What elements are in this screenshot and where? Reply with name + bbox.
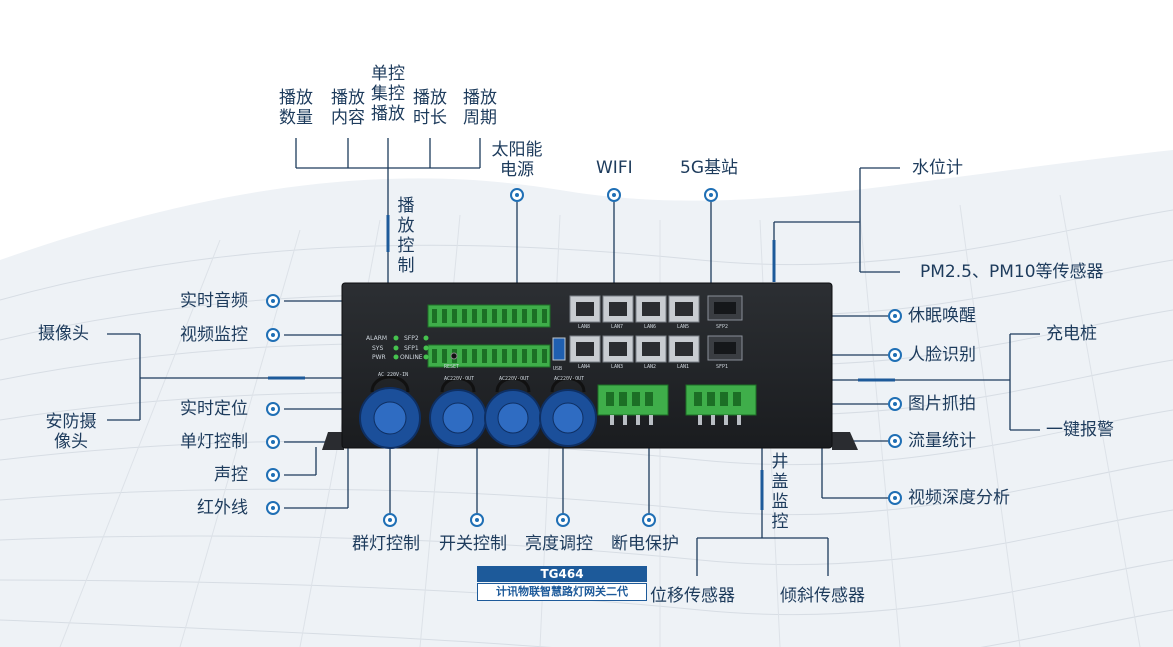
video-analysis-marker-icon (888, 491, 902, 505)
led-label-sfp1: SFP1 (404, 345, 419, 352)
port-label-ac-out-3: AC220V-OUT (554, 376, 585, 382)
label-voice-control: 声控 (214, 465, 248, 485)
port-label-lan7: LAN7 (611, 324, 624, 330)
port-label-ac-in: AC 220V-IN (378, 372, 409, 378)
label-camera: 摄像头 (38, 324, 89, 344)
traffic-marker-icon (888, 434, 902, 448)
label-traffic-stats: 流量统计 (908, 431, 976, 451)
port-label-lan4: LAN4 (578, 364, 591, 370)
label-tilt-sensor: 倾斜传感器 (780, 586, 865, 606)
port-label-ac-out-2: AC220V-OUT (499, 376, 530, 382)
label-power-off-protection: 断电保护 (611, 534, 679, 554)
label-brightness-control: 亮度调控 (525, 534, 593, 554)
label-5g-base-station: 5G基站 (680, 158, 738, 178)
label-realtime-position: 实时定位 (180, 399, 248, 419)
port-label-lan2: LAN2 (644, 364, 657, 370)
port-label-ac-out-1: AC220V-OUT (444, 376, 475, 382)
label-play-duration: 播放时长 (413, 88, 447, 128)
label-realtime-audio: 实时音频 (180, 291, 248, 311)
product-caption: TG464 计讯物联智慧路灯网关二代 (477, 566, 647, 602)
label-play-volume: 播放数量 (279, 88, 313, 128)
power-off-marker-icon (642, 513, 656, 527)
label-video-analysis: 视频深度分析 (908, 488, 1010, 508)
label-water-gauge: 水位计 (912, 158, 963, 178)
port-label-sfp1: SFP1 (716, 364, 729, 370)
position-marker-icon (266, 402, 280, 416)
sleep-wake-marker-icon (888, 309, 902, 323)
port-label-lan8: LAN8 (578, 324, 591, 330)
port-label-lan1: LAN1 (677, 364, 690, 370)
single-lamp-marker-icon (266, 435, 280, 449)
led-label-pwr: PWR (372, 354, 386, 361)
led-label-online: ONLINE (400, 354, 423, 361)
solar-marker-icon (510, 188, 524, 202)
label-sleep-wake: 休眠唤醒 (908, 306, 976, 326)
label-face-recognition: 人脸识别 (908, 345, 976, 365)
label-play-content: 播放内容 (331, 88, 365, 128)
label-security-camera: 安防摄像头 (45, 412, 97, 452)
face-marker-icon (888, 348, 902, 362)
led-label-sfp2: SFP2 (404, 335, 419, 342)
label-charging-pile: 充电桩 (1046, 324, 1097, 344)
label-one-key-alarm: 一键报警 (1046, 420, 1114, 440)
label-play-control: 播放控制 (397, 196, 415, 276)
group-lamp-marker-icon (383, 513, 397, 527)
label-group-lamp-control: 群灯控制 (352, 534, 420, 554)
port-label-lan5: LAN5 (677, 324, 690, 330)
label-single-lamp-control: 单灯控制 (180, 432, 248, 452)
label-single-group-play: 单控集控播放 (371, 64, 405, 124)
base-station-marker-icon (704, 188, 718, 202)
label-solar-power: 太阳能电源 (491, 140, 543, 180)
port-label-lan6: LAN6 (644, 324, 657, 330)
label-switch-control: 开关控制 (439, 534, 507, 554)
label-manhole-monitor: 井盖监控 (771, 452, 789, 532)
wifi-marker-icon (607, 188, 621, 202)
label-displacement-sensor: 位移传感器 (650, 586, 735, 606)
label-video-monitor: 视频监控 (180, 325, 248, 345)
port-label-lan3: LAN3 (611, 364, 624, 370)
label-pm-sensor: PM2.5、PM10等传感器 (920, 262, 1104, 282)
port-label-usb: USB (553, 366, 563, 372)
port-label-sfp2: SFP2 (716, 324, 729, 330)
label-wifi: WIFI (596, 158, 633, 178)
snapshot-marker-icon (888, 397, 902, 411)
label-snapshot: 图片抓拍 (908, 394, 976, 414)
port-label-reset: RESET (444, 364, 460, 370)
product-model: TG464 (477, 566, 647, 582)
product-title: 计讯物联智慧路灯网关二代 (477, 583, 647, 601)
voice-marker-icon (266, 468, 280, 482)
switch-marker-icon (470, 513, 484, 527)
audio-marker-icon (266, 294, 280, 308)
infrared-marker-icon (266, 501, 280, 515)
video-monitor-marker-icon (266, 328, 280, 342)
label-play-period: 播放周期 (463, 88, 497, 128)
brightness-marker-icon (556, 513, 570, 527)
led-label-alarm: ALARM (366, 335, 388, 342)
label-infrared: 红外线 (197, 498, 248, 518)
led-label-sys: SYS (372, 345, 384, 352)
